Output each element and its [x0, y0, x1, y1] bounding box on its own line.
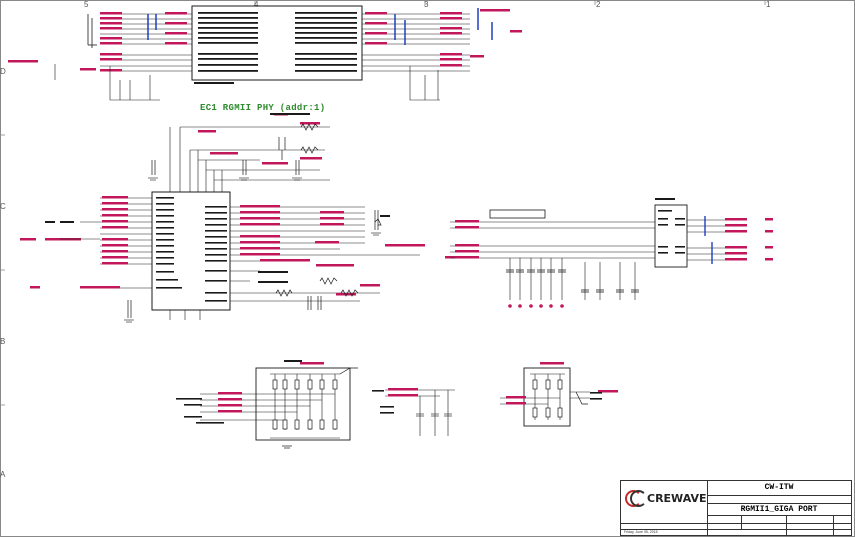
title-block: CREWAVE CW-ITW RGMII1_GIGA PORT Friday, …	[620, 480, 852, 536]
top-connector-ic	[8, 5, 522, 101]
zone-marker-side-a: A	[0, 470, 6, 479]
zone-marker-top-3: 3	[424, 0, 429, 9]
zone-marker-top-5: 5	[84, 0, 89, 9]
zone-marker-top-2: 2	[596, 0, 601, 9]
phy-chip	[20, 113, 457, 323]
strap-resistor-block	[176, 360, 358, 449]
company-logo: CREWAVE	[625, 485, 707, 511]
logo-icon	[625, 489, 647, 507]
bottom-right-resistor-block	[500, 362, 618, 427]
zone-marker-top-4: 4	[254, 0, 259, 9]
mid-bottom-capacitors	[372, 388, 455, 436]
logo-text: CREWAVE	[647, 491, 707, 505]
magnetics	[450, 198, 773, 308]
section-title: EC1 RGMII PHY (addr:1)	[200, 103, 326, 113]
zone-marker-side-c: C	[0, 202, 6, 211]
zone-marker-top-1: 1	[766, 0, 771, 9]
sheet-title: RGMII1_GIGA PORT	[740, 505, 818, 514]
company-name: CW-ITW	[764, 483, 794, 492]
zone-marker-side-b: B	[0, 337, 6, 346]
zone-marker-side-d: D	[0, 67, 6, 76]
date-field: Friday, June 05, 2015	[624, 530, 658, 534]
